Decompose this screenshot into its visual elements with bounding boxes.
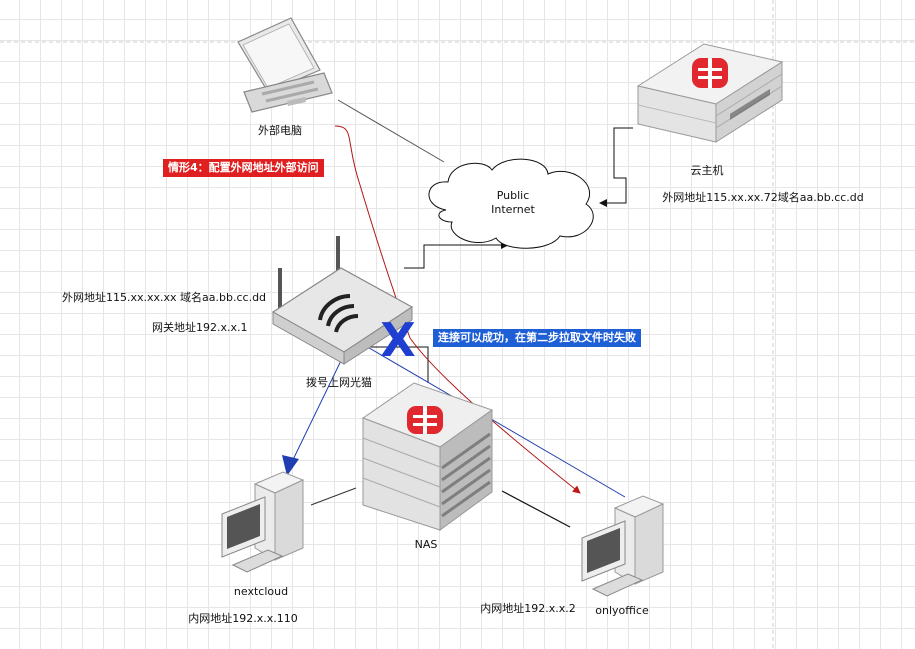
cloud-host-address: 外网地址115.xx.xx.72域名aa.bb.cc.dd — [662, 191, 864, 204]
internet-label-line2: Internet — [491, 203, 535, 216]
onlyoffice-ip: 内网地址192.x.x.2 — [480, 602, 576, 615]
external-pc-label: 外部电脑 — [258, 124, 302, 137]
result-badge: 连接可以成功，在第二步拉取文件时失败 — [433, 329, 641, 347]
link-cloud-host-internet — [599, 127, 633, 207]
nextcloud-ip: 内网地址192.x.x.110 — [188, 612, 298, 625]
link-router-internet — [404, 241, 509, 269]
blue-arrow-head — [282, 455, 299, 476]
onlyoffice-label: onlyoffice — [595, 604, 649, 617]
internet-label-line1: Public — [496, 189, 530, 202]
scenario-badge: 情形4：配置外网地址外部访问 — [163, 159, 324, 177]
laptop-icon — [237, 17, 333, 113]
red-access-path — [334, 125, 581, 494]
chassis-server-icon — [361, 382, 494, 531]
cloud-host-label: 云主机 — [690, 164, 724, 177]
router-label: 拨号上网光猫 — [306, 376, 372, 389]
router-gateway-address: 网关地址192.x.x.1 — [152, 321, 248, 334]
link-pc-internet — [337, 99, 445, 163]
link-nextcloud-nas — [310, 487, 357, 506]
nas-label: NAS — [414, 538, 438, 551]
failure-x-icon: X — [380, 313, 415, 367]
wifi-router-icon — [271, 236, 414, 365]
rack-server-icon — [636, 43, 784, 143]
desktop-computer-icon — [581, 495, 665, 597]
nextcloud-label: nextcloud — [233, 585, 289, 598]
cloud-icon — [428, 158, 594, 249]
desktop-computer-icon — [221, 471, 305, 573]
router-wan-address: 外网地址115.xx.xx.xx 域名aa.bb.cc.dd — [62, 291, 267, 304]
link-nas-onlyoffice — [501, 490, 571, 528]
